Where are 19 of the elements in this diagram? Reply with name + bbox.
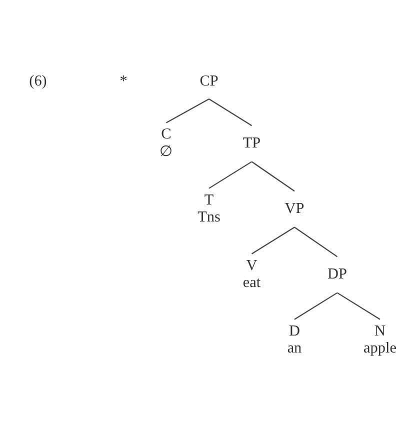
connector [208,98,252,126]
label: * [120,72,128,90]
connector [336,292,380,320]
connector [251,161,295,192]
node-text: DP [328,265,347,282]
node-text: V eat [242,256,261,291]
label: (6) [29,72,47,90]
connector [294,226,338,258]
node-text: CP [200,72,218,90]
connector [208,161,252,189]
node-text: D an [287,322,302,356]
node-text: TP [242,134,261,152]
connector [251,226,295,254]
node-text: VP [284,200,304,217]
connector [166,98,210,124]
connector [294,292,338,320]
node-text: T Tns [198,191,220,226]
node-text: N apple [364,322,396,356]
node-text: C ∅ [160,126,173,160]
